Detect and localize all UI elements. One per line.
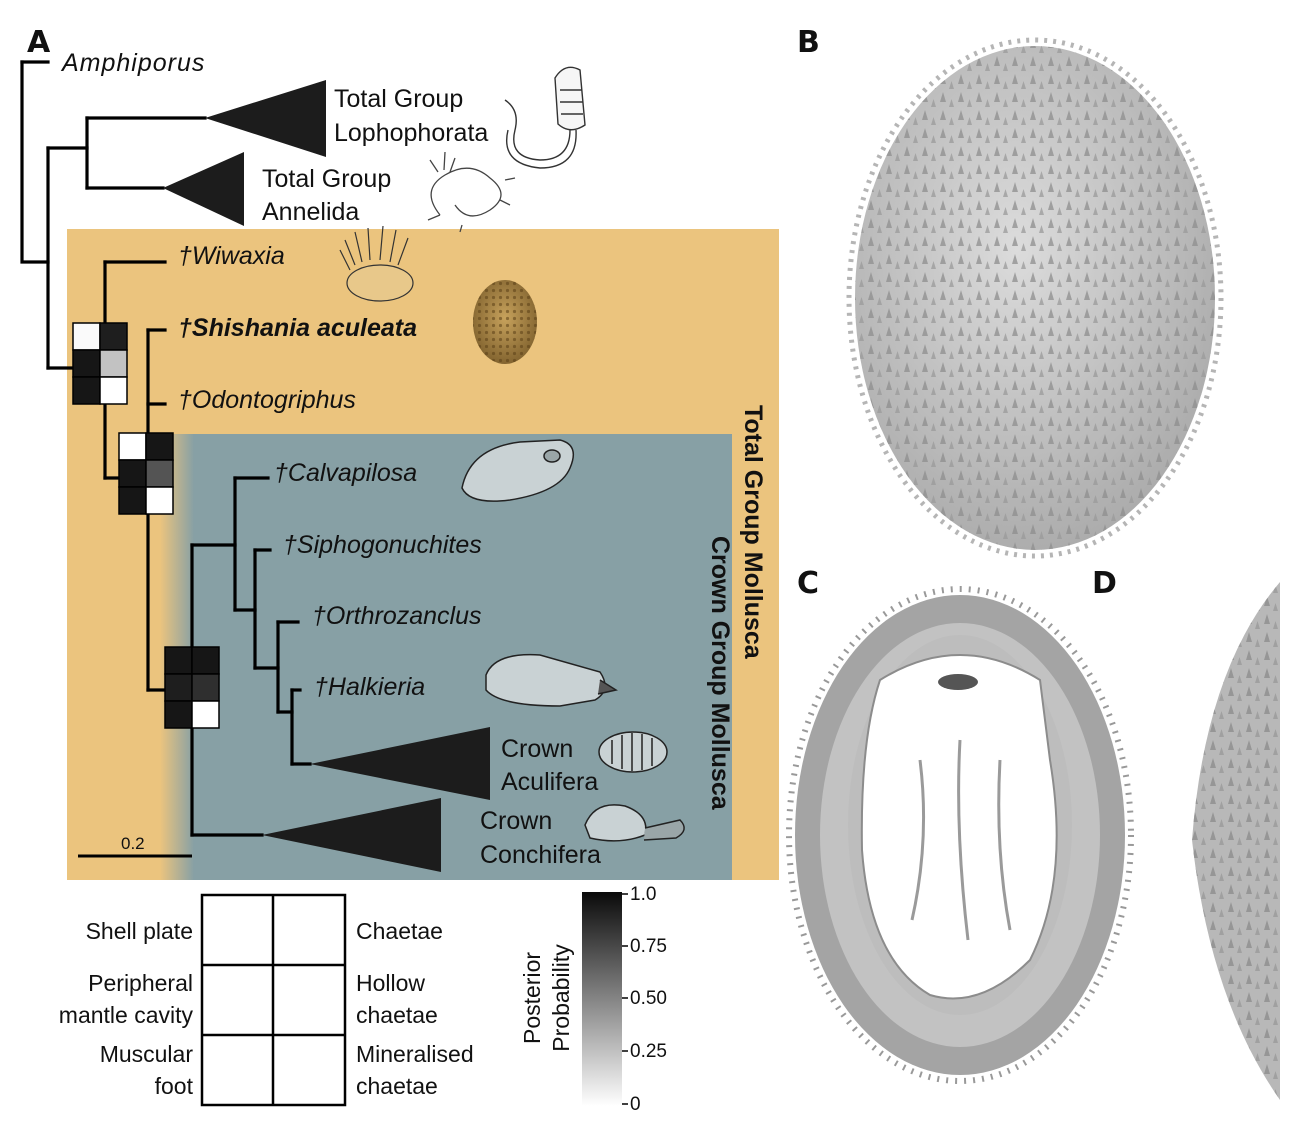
legend-right-mineralised: Mineralised (356, 1041, 474, 1067)
annelida-drawing (427, 151, 516, 233)
colorbar-tick-0: 0 (630, 1094, 641, 1115)
node-probability-cell (72, 322, 101, 351)
node-grid-crown (164, 646, 220, 729)
crown-group-mollusca-bg (192, 434, 732, 880)
clade-lophophorata-triangle (205, 80, 326, 157)
node-probability-cell (145, 432, 174, 461)
taxon-conchifera-line1: Crown (480, 807, 552, 835)
specimen-ventral-view (786, 586, 1134, 1084)
shishania-drawing (473, 280, 537, 364)
colorbar-tick-075: 0.75 (630, 936, 667, 957)
node-probability-cell (118, 432, 147, 461)
legend-left-peripheral: Peripheral (88, 970, 193, 996)
legend-right-hollow-chaetae: chaetae (356, 1002, 438, 1028)
legend-left-mantle-cavity: mantle cavity (59, 1002, 194, 1028)
colorbar-tick-1: 1.0 (630, 884, 656, 905)
taxon-aculifera-line2: Aculifera (501, 768, 598, 796)
node-probability-cell (191, 673, 220, 702)
scale-bar-label: 0.2 (121, 834, 145, 853)
node-probability-cell (164, 646, 193, 675)
colorbar-tick-050: 0.50 (630, 988, 667, 1009)
node-probability-cell (191, 700, 220, 729)
legend-left-muscular: Muscular (100, 1041, 194, 1067)
taxon-wiwaxia: †Wiwaxia (178, 242, 285, 270)
specimen-dorsal-view (846, 37, 1224, 559)
clade-annelida-triangle (163, 152, 244, 226)
legend-right-mineralised-chaetae: chaetae (356, 1073, 438, 1099)
colorbar-title-line2: Probability (548, 944, 574, 1052)
node-grid-odontogriphus (118, 432, 174, 515)
taxon-calvapilosa: †Calvapilosa (274, 459, 417, 487)
clade-aculifera-triangle (310, 727, 490, 800)
taxon-annelida-line2: Annelida (262, 198, 359, 226)
lophophorata-drawing (504, 66, 586, 169)
wiwaxia-drawing (339, 225, 414, 302)
node-probability-cell (99, 322, 128, 351)
legend-left-foot: foot (155, 1073, 194, 1099)
panel-label-a: A (27, 25, 51, 60)
legend-left-shell-plate: Shell plate (86, 918, 193, 944)
panel-label-c: C (797, 566, 819, 601)
node-probability-cell (164, 673, 193, 702)
calvapilosa-drawing (461, 439, 575, 502)
node-probability-cell (99, 376, 128, 405)
node-grid-wiwaxia (72, 322, 128, 405)
node-probability-cell (191, 646, 220, 675)
colorbar-ticks (622, 893, 628, 1105)
legend-right-hollow: Hollow (356, 970, 425, 996)
taxon-halkieria: †Halkieria (314, 673, 425, 701)
node-probability-cell (72, 376, 101, 405)
taxon-conchifera-line2: Conchifera (480, 841, 601, 869)
node-probability-cell (99, 349, 128, 378)
legend-grid (200, 893, 347, 1107)
colorbar (582, 892, 622, 1106)
taxon-odontogriphus: †Odontogriphus (178, 386, 356, 414)
panel-label-b: B (797, 25, 820, 60)
node-probability-cell (118, 459, 147, 488)
panel-label-d: D (1092, 566, 1117, 601)
conchifera-drawing (584, 804, 685, 842)
halkieria-drawing (485, 653, 618, 707)
node-probability-cell (164, 700, 193, 729)
group-total-mollusca: Total Group Mollusca (739, 405, 767, 660)
taxon-lophophorata-line1: Total Group (334, 85, 463, 113)
aculifera-drawing (598, 731, 668, 773)
colorbar-title-line1: Posterior (519, 952, 545, 1044)
taxon-aculifera-line1: Crown (501, 735, 573, 763)
group-crown-mollusca: Crown Group Mollusca (706, 536, 734, 811)
colorbar-tick-025: 0.25 (630, 1041, 667, 1062)
taxon-amphiporus: Amphiporus (60, 49, 205, 77)
node-probability-cell (72, 349, 101, 378)
clade-conchifera-triangle (262, 798, 441, 872)
taxon-lophophorata-line2: Lophophorata (334, 119, 488, 147)
legend-right-chaetae: Chaetae (356, 918, 443, 944)
taxon-shishania: †Shishania aculeata (178, 314, 417, 342)
specimen-lateral-view (1192, 582, 1280, 1100)
taxon-orthrozanclus: †Orthrozanclus (312, 602, 482, 630)
node-probability-cell (145, 459, 174, 488)
taxon-siphogonuchites: †Siphogonuchites (283, 531, 482, 559)
node-probability-cell (145, 486, 174, 515)
node-probability-cell (118, 486, 147, 515)
taxon-annelida-line1: Total Group (262, 165, 391, 193)
